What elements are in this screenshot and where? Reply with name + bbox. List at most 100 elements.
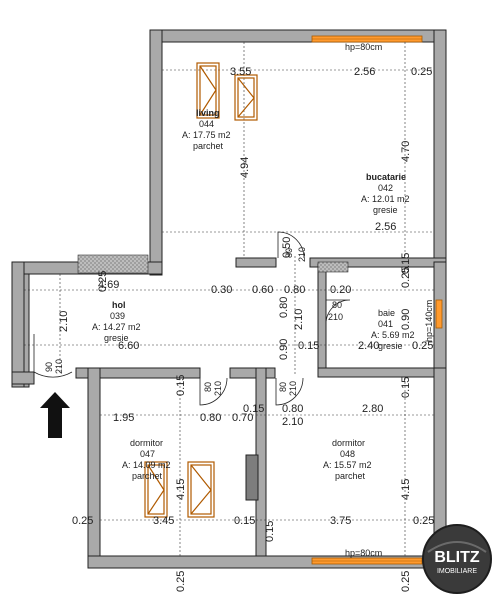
logo-brand-label: BLITZ <box>434 549 480 566</box>
rooms-baie-area-label: A: 5.69 m2 <box>371 330 415 340</box>
door-entrance <box>33 334 73 378</box>
wall-bath-left <box>317 263 327 377</box>
rooms-dormitor048-name-label: dormitor <box>332 438 365 448</box>
door-bedroom-048 <box>275 377 304 406</box>
room-living: living 044 A: 17.75 m2 parchet <box>182 108 231 151</box>
dimensions-d090b-label: 0.90 <box>400 309 412 330</box>
bedroom-047-furniture <box>144 461 215 518</box>
wall-living-left <box>149 29 163 276</box>
logo-sub-label: IMOBILIARE <box>437 568 477 575</box>
window-bottom-label: hp=80cm <box>345 548 382 558</box>
living-furniture <box>196 62 258 121</box>
room-bucatarie: bucatarie 042 A: 12.01 m2 gresie <box>361 172 410 215</box>
dimensions-d210b-label: 2.10 <box>282 416 303 428</box>
plan-shape-41 <box>199 65 217 116</box>
window-right-label: hp=140cm <box>424 300 434 342</box>
dimensions-d090-label: 0.90 <box>278 339 290 360</box>
plan-shape-43 <box>237 77 255 118</box>
dimensions-d415b-label: 4.15 <box>400 479 412 500</box>
dimensions-d345-label: 3.45 <box>153 515 174 527</box>
door_labels-d6b-label: 210 <box>54 359 64 374</box>
rooms-hol-code-label: 039 <box>110 311 125 321</box>
room-dormitor-047: dormitor 047 A: 14.09 m2 parchet <box>122 438 171 481</box>
dimensions-d355-label: 3.55 <box>230 66 251 78</box>
wall-hall-bottom-left <box>11 371 35 385</box>
rooms-baie-code-label: 041 <box>378 319 393 329</box>
rooms-dormitor048-code-label: 048 <box>340 449 355 459</box>
door_labels-d1b-label: 210 <box>297 247 307 262</box>
rooms-hol-floor-label: gresie <box>104 333 129 343</box>
door_labels-d6a-label: 90 <box>44 362 54 372</box>
rooms-bucatarie-name-label: bucatarie <box>366 172 406 182</box>
dimensions-d660-label: 6.60 <box>118 340 139 352</box>
door_labels-d1a-label: 80 <box>284 248 294 258</box>
wall-bedrooms-top-mid <box>229 367 276 379</box>
room-dormitor-048: dormitor 048 A: 15.57 m2 parchet <box>323 438 372 481</box>
dimensions-d060-label: 0.60 <box>252 284 273 296</box>
dimensions-d470-label: 4.70 <box>400 141 412 162</box>
plan-shape-42 <box>234 74 258 121</box>
blitz-logo: BLITZ IMOBILIARE <box>422 524 492 594</box>
dimensions-d375-label: 3.75 <box>330 515 351 527</box>
dimensions-d015e-label: 0.15 <box>175 375 187 396</box>
wall-hall-left <box>11 261 25 388</box>
window-top-label: hp=80cm <box>345 42 382 52</box>
duct-left <box>77 254 149 274</box>
dimensions-d015b-label: 0.15 <box>298 340 319 352</box>
rooms-hol-area-label: A: 14.27 m2 <box>92 322 141 332</box>
dimensions-d240-label: 2.40 <box>358 340 379 352</box>
dimensions-d256-label: 2.56 <box>354 66 375 78</box>
door_labels-d2a-label: 80 <box>332 300 342 310</box>
room-hol: hol 039 A: 14.27 m2 gresie <box>92 300 141 343</box>
plan-shape-39 <box>196 62 220 119</box>
wall-bath-bottom <box>317 367 447 378</box>
plan-shape-47 <box>147 464 165 515</box>
dimensions-d025e-label: 0.25 <box>413 515 434 527</box>
wall-bedrooms-left <box>87 367 101 569</box>
rooms-dormitor047-area-label: A: 14.09 m2 <box>122 460 171 470</box>
dimensions-d050-label: 0.50 <box>281 237 293 258</box>
dimensions-d080-label: 0.80 <box>284 284 305 296</box>
rooms-dormitor048-area-label: A: 15.57 m2 <box>323 460 372 470</box>
rooms-bucatarie-floor-label: gresie <box>373 205 398 215</box>
duct-bedroom <box>245 454 259 501</box>
dimensions-d280-label: 2.80 <box>362 403 383 415</box>
dimensions-d080c-label: 0.80 <box>282 403 303 415</box>
rooms-bucatarie-area-label: A: 12.01 m2 <box>361 194 410 204</box>
door-bedroom-047 <box>199 377 228 406</box>
rooms-living-name-label: living <box>196 108 220 118</box>
plan-shape-44 <box>237 77 255 118</box>
rooms-living-area-label: A: 17.75 m2 <box>182 130 231 140</box>
dimensions-d025f-label: 0.25 <box>97 271 109 292</box>
wall-hall-left-inner <box>23 273 30 388</box>
dimensions-d415-label: 4.15 <box>175 479 187 500</box>
dimensions-d015-label: 0.15 <box>400 253 412 274</box>
dimensions-d025i-label: 0.25 <box>400 267 412 288</box>
duct-right <box>317 261 349 273</box>
dimensions-d030-label: 0.30 <box>211 284 232 296</box>
rooms-dormitor048-floor-label: parchet <box>335 471 366 481</box>
dimensions-d210-label: 2.10 <box>58 311 70 332</box>
dimensions-d015c-label: 0.15 <box>243 403 264 415</box>
door_labels-d4b-label: 210 <box>288 381 298 396</box>
dimensions-d015g-label: 0.15 <box>264 521 276 542</box>
wall-bedrooms-top-left <box>75 367 201 379</box>
dimensions-d025c-label: 0.25 <box>412 340 433 352</box>
window-bath-right <box>435 299 443 329</box>
door_labels-d3a-label: 80 <box>203 382 213 392</box>
wall-right-upper <box>433 29 447 263</box>
rooms-living-floor-label: parchet <box>193 141 224 151</box>
door_labels-d4a-label: 80 <box>278 382 288 392</box>
dimensions-d025h-label: 0.25 <box>400 571 412 592</box>
plan-shape-48 <box>187 461 215 518</box>
dimensions-d195-label: 1.95 <box>113 412 134 424</box>
rooms-dormitor047-code-label: 047 <box>140 449 155 459</box>
rooms-baie-floor-label: gresie <box>378 341 403 351</box>
dimensions-d025g-label: 0.25 <box>175 571 187 592</box>
rooms-hol-name-label: hol <box>112 300 126 310</box>
door_labels-d2b-label: 210 <box>328 312 343 322</box>
dimensions-d025-label: 0.25 <box>411 66 432 78</box>
door_labels-d3b-label: 210 <box>213 381 223 396</box>
dimensions-d025d-label: 0.25 <box>72 515 93 527</box>
